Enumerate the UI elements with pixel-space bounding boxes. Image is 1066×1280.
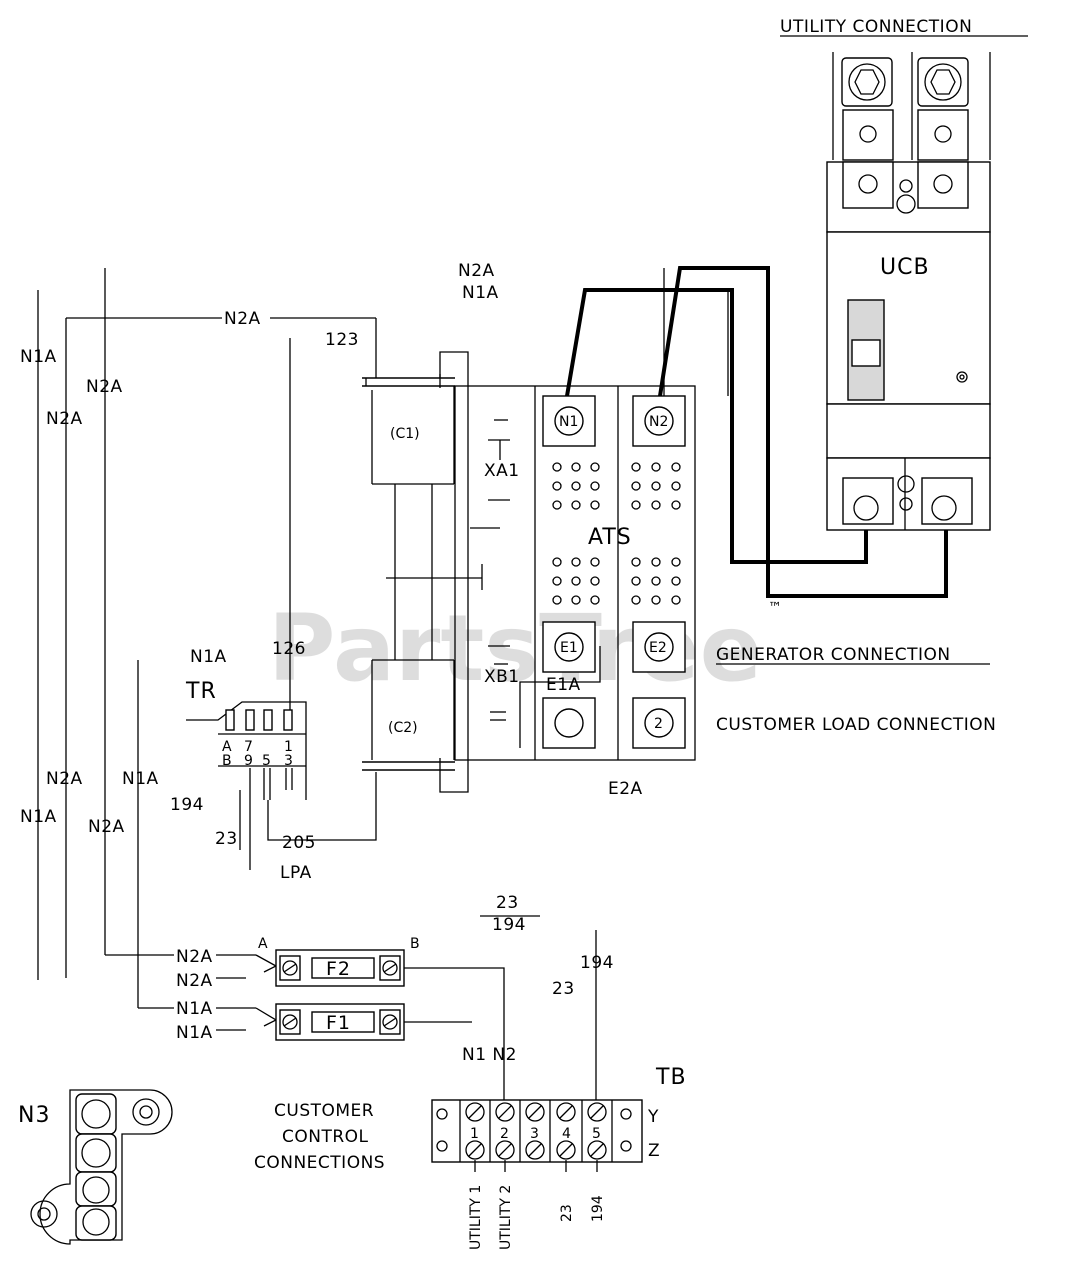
label-utility-connection: UTILITY CONNECTION bbox=[780, 17, 972, 37]
label-194-tr: 194 bbox=[170, 795, 204, 815]
label-n1a-2: N1A bbox=[122, 769, 159, 789]
label-194-right: 194 bbox=[580, 953, 614, 973]
label-126: 126 bbox=[272, 639, 306, 659]
label-23-tr: 23 bbox=[215, 829, 238, 849]
tr-block bbox=[186, 701, 307, 800]
label-205: 205 bbox=[282, 833, 316, 853]
label-e2a: E2A bbox=[608, 779, 643, 799]
tr-term-b: B bbox=[222, 753, 232, 769]
label-n2a-1: N2A bbox=[86, 377, 123, 397]
label-fuse-b: B bbox=[410, 936, 420, 952]
label-n1n2: N1 N2 bbox=[462, 1045, 517, 1065]
tb-num-3: 3 bbox=[530, 1126, 539, 1142]
tb-bottom-utility1: UTILITY 1 bbox=[468, 1185, 484, 1250]
label-tb: TB bbox=[655, 1065, 687, 1090]
label-n1a-3: N1A bbox=[20, 807, 57, 827]
tb-num-4: 4 bbox=[562, 1126, 571, 1142]
fuse-f2 bbox=[275, 949, 405, 987]
tb-num-2: 2 bbox=[500, 1126, 509, 1142]
label-ucb: UCB bbox=[880, 255, 930, 280]
label-23-mid: 23 bbox=[496, 893, 519, 913]
label-c1: (C1) bbox=[390, 426, 420, 442]
svg-text:E1: E1 bbox=[560, 640, 578, 656]
label-f2: F2 bbox=[326, 958, 351, 980]
svg-text:N1: N1 bbox=[559, 414, 578, 430]
tr-term-5: 5 bbox=[262, 753, 271, 769]
label-e1a: E1A bbox=[546, 675, 581, 695]
tb-label-y: Y bbox=[647, 1107, 659, 1127]
label-n1a-fuse-1: N1A bbox=[176, 999, 213, 1019]
label-customer-load-connection: CUSTOMER LOAD CONNECTION bbox=[716, 715, 996, 735]
tb-bottom-utility2: UTILITY 2 bbox=[498, 1185, 514, 1250]
ucb-breaker bbox=[826, 161, 991, 531]
label-control: CONTROL bbox=[282, 1127, 369, 1147]
label-xa1: XA1 bbox=[484, 461, 520, 481]
fuse-f1 bbox=[275, 1003, 405, 1041]
tr-term-7: 7 bbox=[244, 739, 253, 755]
ats-terminal-e2 bbox=[644, 632, 674, 662]
label-n2a-2: N2A bbox=[46, 409, 83, 429]
ats-terminal-e2-box bbox=[632, 621, 686, 673]
label-23-right: 23 bbox=[552, 979, 575, 999]
label-connections: CONNECTIONS bbox=[254, 1153, 385, 1173]
label-customer: CUSTOMER bbox=[274, 1101, 374, 1121]
wire-n1-to-ucb bbox=[565, 288, 868, 564]
tb-bottom-23: 23 bbox=[559, 1204, 575, 1222]
terminal-block-tb bbox=[431, 1099, 643, 1163]
label-generator-connection: GENERATOR CONNECTION bbox=[716, 645, 951, 665]
wire-f2-to-tb bbox=[404, 967, 505, 1102]
label-n1a-fuse-2: N1A bbox=[176, 1023, 213, 1043]
tr-term-a: A bbox=[222, 739, 232, 755]
ats-terminal-e1 bbox=[554, 632, 584, 662]
label-n2a-4: N2A bbox=[88, 817, 125, 837]
wire-205 bbox=[267, 772, 377, 841]
label-xb1: XB1 bbox=[484, 667, 520, 687]
ats-terminal-n1 bbox=[554, 406, 584, 436]
label-194-mid: 194 bbox=[492, 915, 526, 935]
label-c2: (C2) bbox=[388, 720, 418, 736]
label-n2a-top: N2A bbox=[224, 309, 261, 329]
ats-terminal-t2 bbox=[644, 708, 674, 738]
ats-terminal-t1 bbox=[554, 708, 584, 738]
svg-text:2: 2 bbox=[654, 716, 663, 732]
wire-n2-to-ucb bbox=[658, 266, 948, 598]
tr-term-1: 1 bbox=[284, 739, 293, 755]
label-n2a-top-stack: N2A bbox=[458, 261, 495, 281]
label-n1a-top-stack: N1A bbox=[462, 283, 499, 303]
tr-term-3: 3 bbox=[284, 753, 293, 769]
label-n2a-fuse-2: N2A bbox=[176, 971, 213, 991]
ats-dot-grid bbox=[552, 462, 681, 605]
tb-bottom-194: 194 bbox=[590, 1195, 606, 1222]
ats-terminal-n2 bbox=[644, 406, 674, 436]
label-n1a-tr: N1A bbox=[190, 647, 227, 667]
utility-lugs bbox=[832, 52, 991, 161]
svg-text:N2: N2 bbox=[649, 414, 668, 430]
label-123: 123 bbox=[325, 330, 359, 350]
label-lpa: LPA bbox=[280, 863, 312, 883]
label-n2a-3: N2A bbox=[46, 769, 83, 789]
label-n1a-1: N1A bbox=[20, 347, 57, 367]
tr-term-9: 9 bbox=[244, 753, 253, 769]
tb-label-z: Z bbox=[648, 1141, 660, 1161]
label-f1: F1 bbox=[326, 1012, 351, 1034]
label-n3: N3 bbox=[18, 1103, 50, 1128]
tb-num-5: 5 bbox=[592, 1126, 601, 1142]
neutral-block-n3 bbox=[30, 1089, 173, 1245]
label-ats: ATS bbox=[588, 525, 632, 550]
label-fuse-a: A bbox=[258, 936, 268, 952]
label-tr: TR bbox=[185, 679, 217, 704]
ats-block bbox=[454, 385, 696, 761]
svg-text:E2: E2 bbox=[649, 640, 667, 656]
watermark-tm: ™ bbox=[768, 600, 782, 616]
tb-num-1: 1 bbox=[470, 1126, 479, 1142]
label-n2a-fuse-1: N2A bbox=[176, 947, 213, 967]
